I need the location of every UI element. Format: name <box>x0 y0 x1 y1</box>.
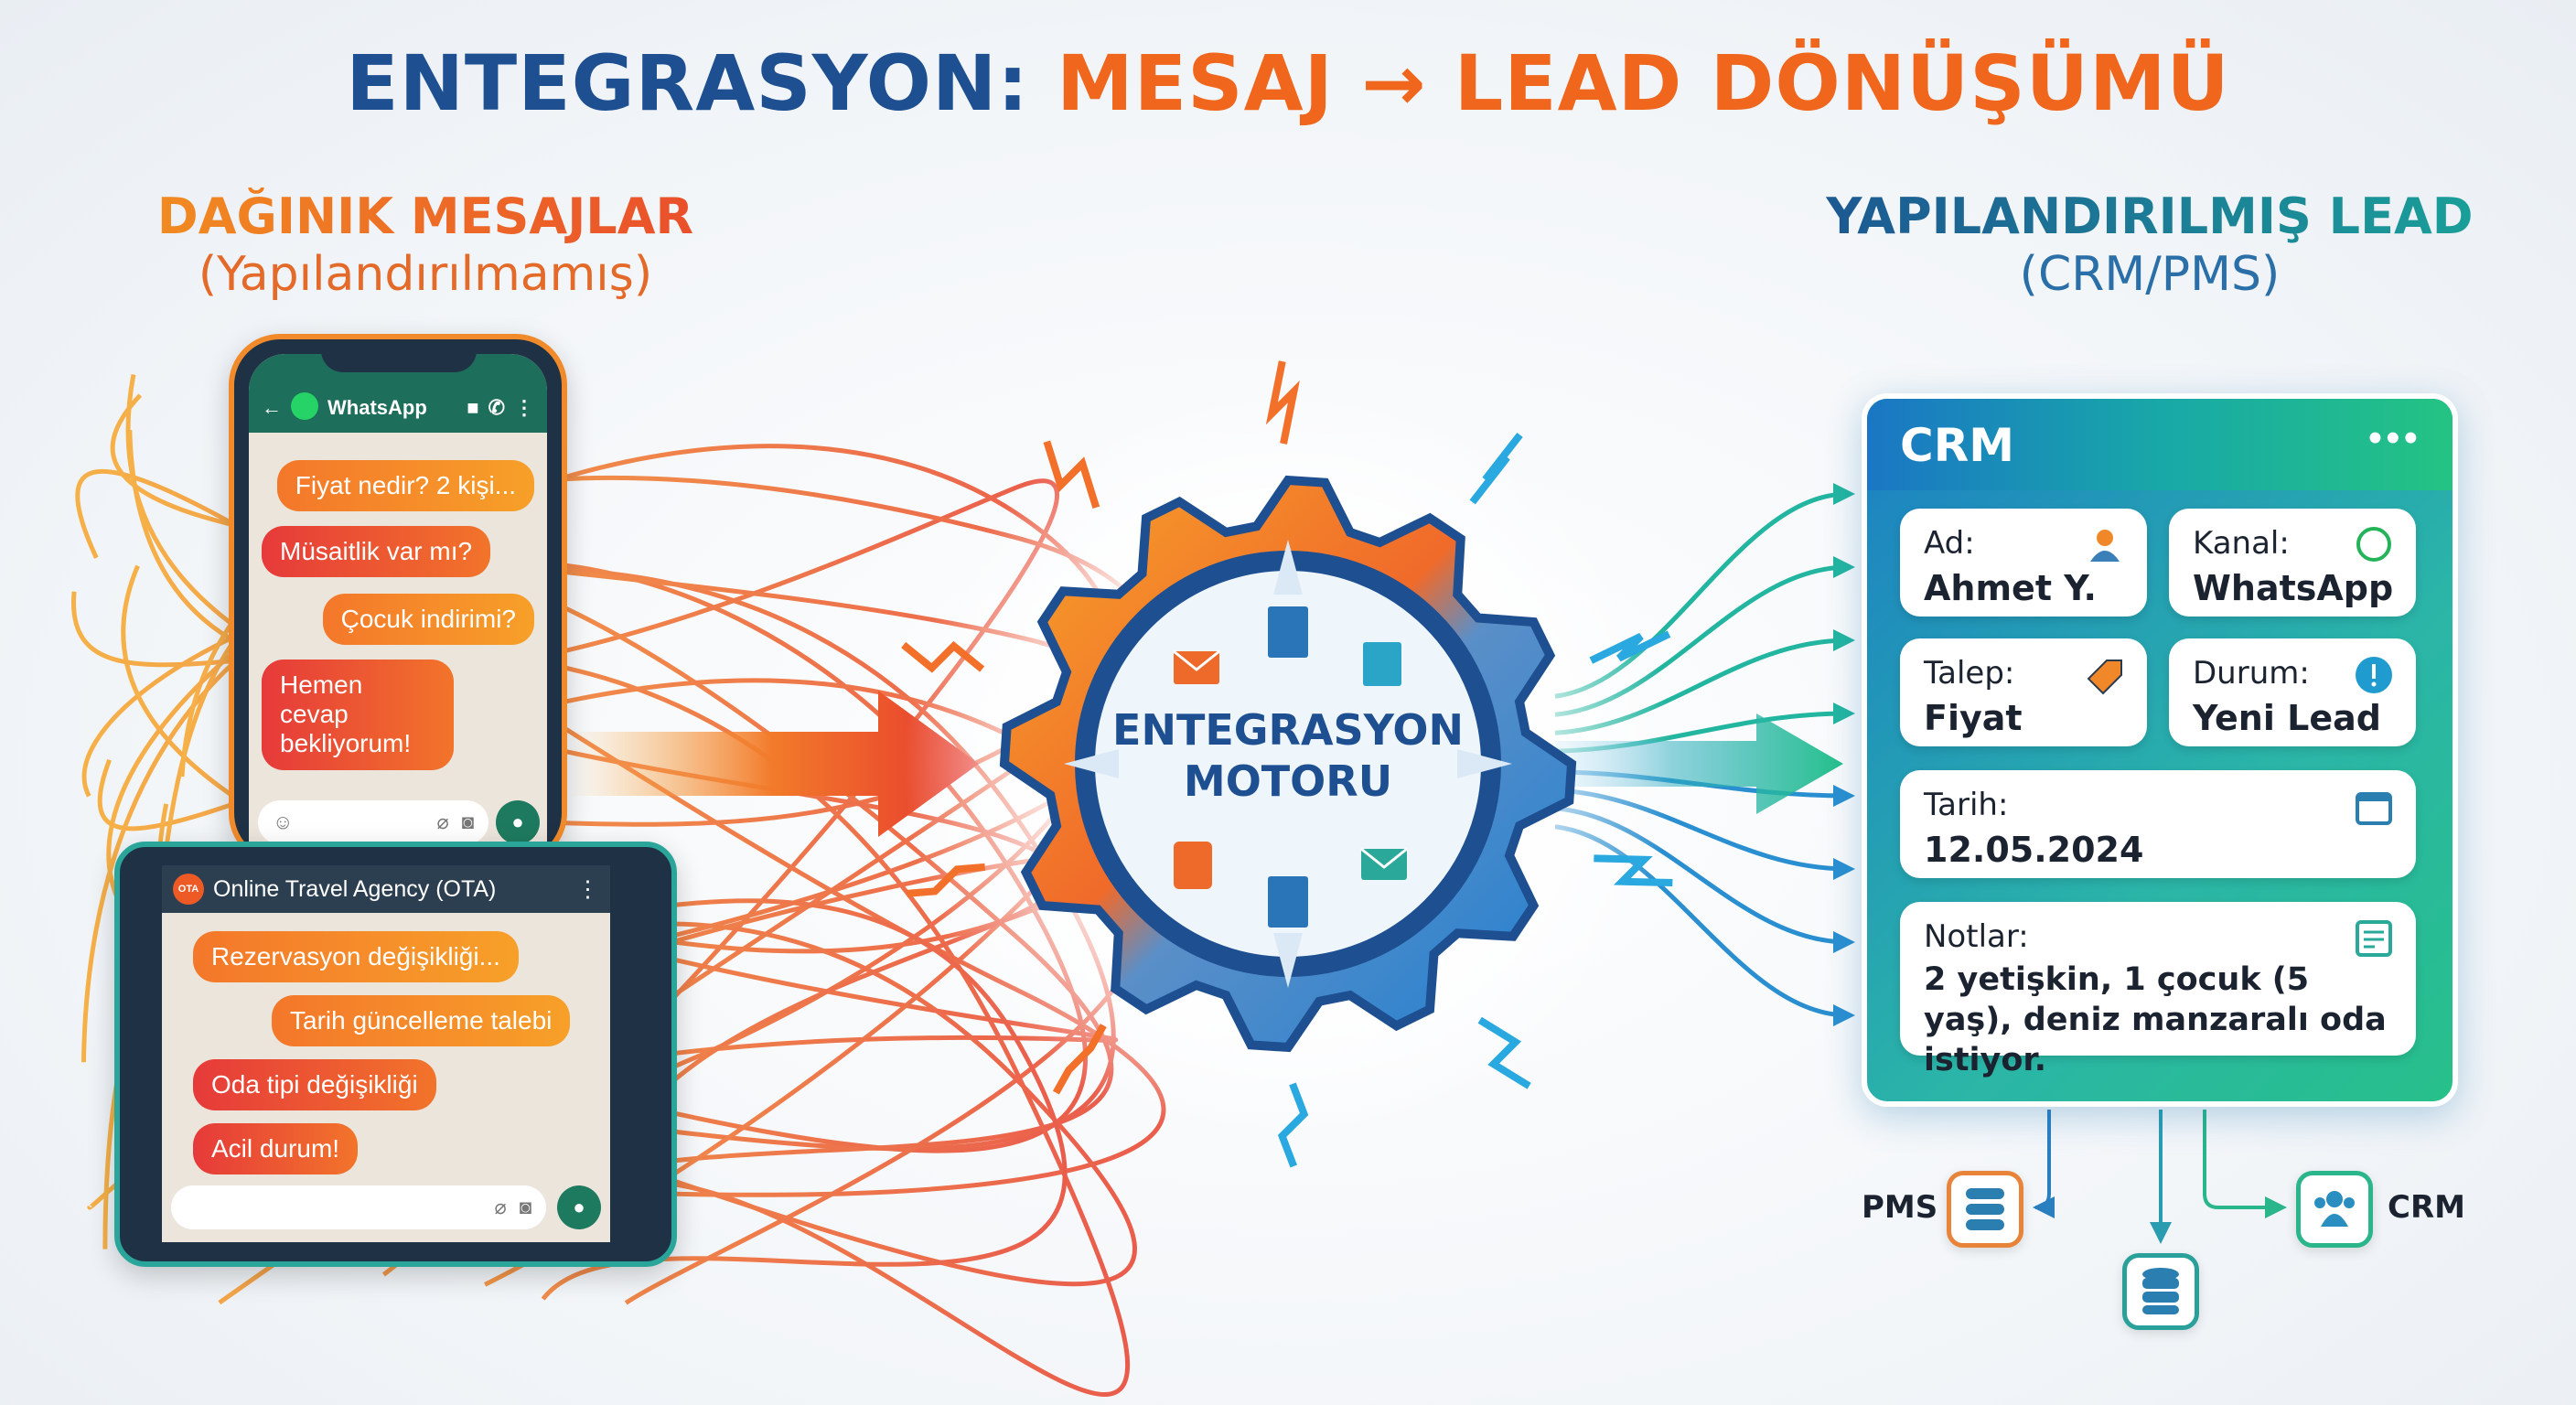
lightning-bolt <box>1265 360 1300 445</box>
lightning-bolt <box>1589 630 1671 664</box>
lightning-bolt <box>1594 854 1673 887</box>
tablet-ota: OTA Online Travel Agency (OTA) ⋮ Rezervasy… <box>114 842 677 1267</box>
document-icon <box>1174 842 1212 889</box>
back-arrow-icon[interactable]: ← <box>262 396 282 419</box>
tag-icon <box>2087 660 2122 695</box>
message-input[interactable]: ⌀◙ <box>171 1185 546 1229</box>
big-blue-arrow <box>1555 713 1843 814</box>
message-bubble: Acil durum! <box>193 1123 359 1175</box>
ota-header: OTA Online Travel Agency (OTA) ⋮ <box>162 865 610 913</box>
message-bubble: Fiyat nedir? 2 kişi... <box>276 460 534 512</box>
right-heading: YAPILANDIRILMIŞ LEAD <box>1738 188 2561 245</box>
arrowhead <box>1833 629 1855 651</box>
calendar-icon <box>2356 792 2392 825</box>
field-durum: Durum:Yeni Lead <box>2169 638 2416 746</box>
arrowhead <box>1833 785 1855 807</box>
crm-label: CRM <box>2388 1189 2465 1226</box>
video-icon[interactable]: ■ <box>467 396 479 419</box>
arrowhead <box>1833 931 1855 953</box>
lightning-bolt <box>1477 1016 1531 1089</box>
camera-icon: ◙ <box>461 810 474 833</box>
lightning-bolt <box>1469 432 1523 505</box>
attach-icon: ⌀ <box>494 1196 507 1218</box>
whatsapp-icon <box>2356 527 2391 562</box>
ota-badge: OTA <box>173 874 204 905</box>
emoji-icon: ☺ <box>273 810 294 833</box>
more-icon[interactable]: ⋮ <box>514 396 534 419</box>
users-icon[interactable] <box>2296 1171 2373 1248</box>
alert-icon <box>2356 657 2392 693</box>
attach-icon: ⌀ <box>436 810 449 833</box>
document-icon <box>1268 876 1308 928</box>
arrowhead <box>1833 858 1855 880</box>
camera-icon: ◙ <box>519 1196 531 1218</box>
message-bubble: Müsaitlik var mı? <box>262 526 491 578</box>
phone-icon[interactable]: ✆ <box>488 396 505 419</box>
message-bubble: Çocuk indirimi? <box>322 594 534 646</box>
message-input[interactable]: ☺ ⌀ ◙ <box>258 800 488 844</box>
crm-menu-button[interactable]: ••• <box>2367 415 2421 460</box>
more-icon[interactable]: ⋮ <box>576 876 599 902</box>
message-bubble: Rezervasyon değişikliği... <box>193 931 519 983</box>
message-bubble: Tarih güncelleme talebi <box>272 995 571 1047</box>
user-icon <box>2090 530 2120 562</box>
crm-card: CRM ••• Ad:Ahmet Y. Kanal:WhatsApp Talep… <box>1862 393 2458 1107</box>
server-icon[interactable] <box>1947 1171 2023 1248</box>
gear-compass-points <box>1064 540 1512 988</box>
message-bubble: Oda tipi değişikliği <box>193 1059 436 1111</box>
lightning-bolt <box>1277 1082 1309 1168</box>
field-ad: Ad:Ahmet Y. <box>1900 509 2147 617</box>
app-name: Online Travel Agency (OTA) <box>213 875 497 902</box>
big-orange-arrow <box>567 691 979 837</box>
process-icons <box>1173 606 1408 928</box>
page-title: ENTEGRASYON: MESAJ → LEAD DÖNÜŞÜMÜ <box>346 38 2230 128</box>
output-arrows <box>2033 1110 2287 1244</box>
whatsapp-icon <box>291 392 318 420</box>
lightning-bolt <box>901 640 985 673</box>
database-icon[interactable] <box>2122 1253 2199 1330</box>
phone-whatsapp: ← WhatsApp ■ ✆ ⋮ Fiyat nedir? 2 kişi... Mü… <box>229 334 567 864</box>
arrowhead <box>1833 483 1855 505</box>
lightning-bolt <box>907 863 986 897</box>
field-notlar: Notlar:2 yetişkin, 1 çocuk (5 yaş), deni… <box>1900 902 2416 1078</box>
message-bubble: Hemen cevap bekliyorum! <box>262 660 454 770</box>
chart-document-icon <box>1363 642 1401 686</box>
arrowhead <box>1833 1004 1855 1026</box>
pms-label: PMS <box>1862 1189 1938 1226</box>
right-subheading: (CRM/PMS) <box>2019 247 2281 302</box>
left-subheading: (Yapılandırılmamış) <box>198 247 653 302</box>
document-icon <box>1268 606 1308 658</box>
field-talep: Talep:Fiyat <box>1900 638 2147 746</box>
field-kanal: Kanal:WhatsApp <box>2169 509 2416 617</box>
crm-title: CRM <box>1867 399 2453 490</box>
arrowhead <box>1833 556 1855 578</box>
field-tarih: Tarih:12.05.2024 <box>1900 770 2416 878</box>
lightning-bolt <box>1052 1024 1107 1095</box>
mic-button[interactable]: ● <box>496 800 540 844</box>
lightning-bolt <box>1043 440 1100 509</box>
mic-button[interactable]: ● <box>557 1185 601 1229</box>
app-name: WhatsApp <box>327 396 427 419</box>
note-icon <box>2356 920 2392 957</box>
arrowhead <box>1833 702 1855 724</box>
left-heading: DAĞINIK MESAJLAR <box>14 188 837 245</box>
